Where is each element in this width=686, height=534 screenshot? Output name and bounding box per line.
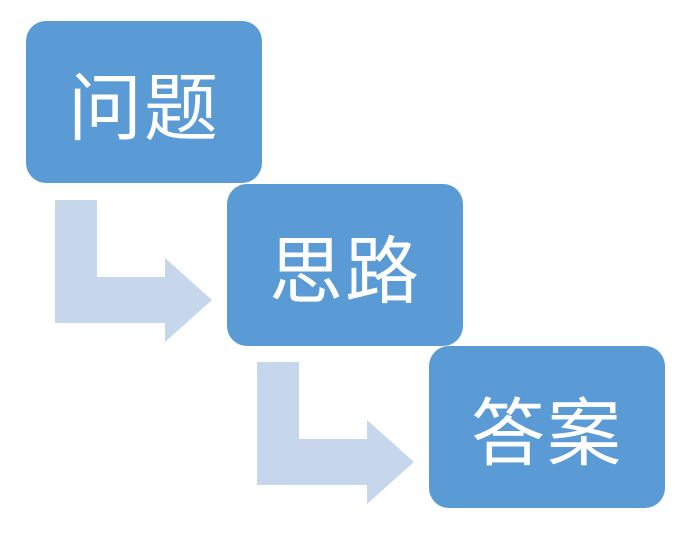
step-label-question: 问题 [68, 65, 220, 152]
step-box-answer: 答案 [429, 346, 665, 508]
bent-arrow-1 [55, 200, 212, 342]
step-box-approach: 思路 [227, 184, 463, 346]
step-label-approach: 思路 [269, 228, 421, 315]
step-box-question: 问题 [26, 21, 262, 183]
step-label-answer: 答案 [471, 390, 623, 477]
bent-arrow-2 [257, 362, 414, 504]
